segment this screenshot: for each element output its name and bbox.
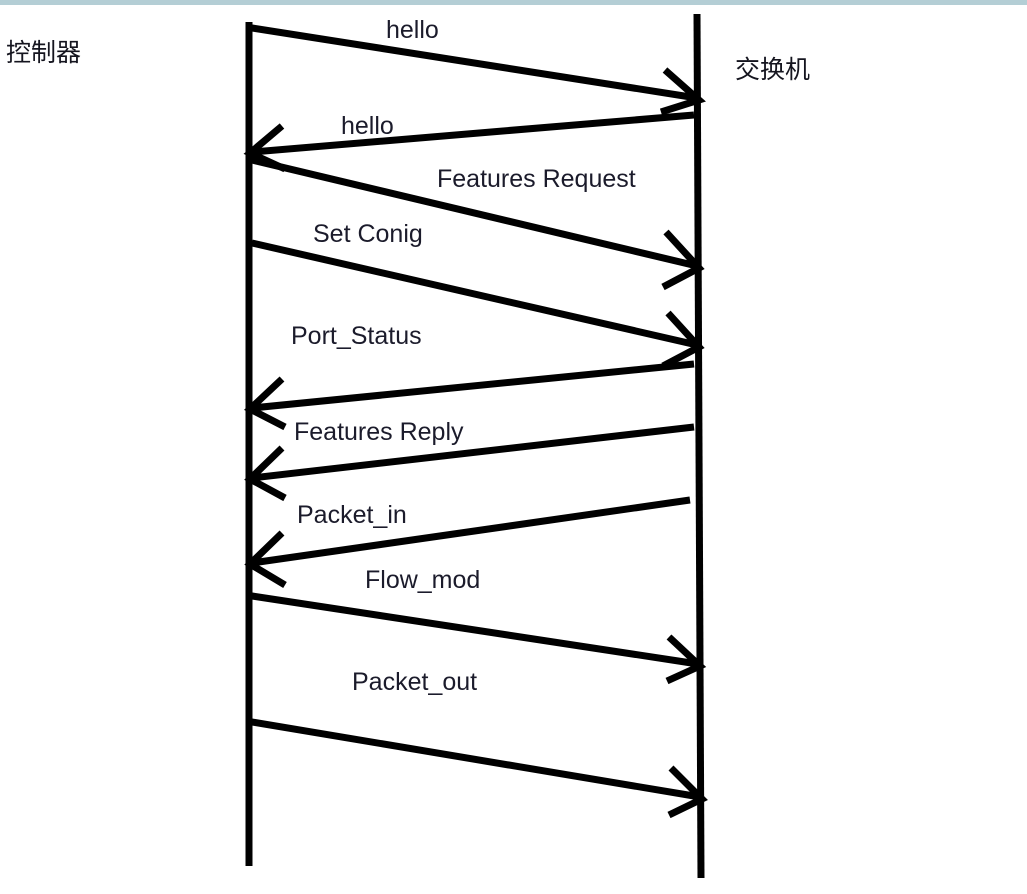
message-label-flow-mod: Flow_mod <box>365 566 481 594</box>
message-line-hello-request <box>251 24 698 102</box>
message-line-hello-reply <box>251 111 695 156</box>
message-label-packet-in: Packet_in <box>297 501 407 529</box>
message-line-port-status <box>251 360 695 412</box>
message-line-packet-out <box>251 718 701 801</box>
actor-label-switch: 交换机 <box>735 55 811 84</box>
arrowhead-features-reply <box>244 445 287 502</box>
message-line-set-config <box>251 239 698 349</box>
message-line-packet-in <box>251 496 691 567</box>
message-line-features-request <box>251 156 698 270</box>
arrowhead-set-config <box>661 310 705 370</box>
message-label-hello-request: hello <box>386 16 439 44</box>
arrowhead-port-status <box>243 376 287 431</box>
message-label-features-request: Features Request <box>437 165 636 193</box>
arrowhead-packet-out <box>667 765 708 819</box>
arrowhead-features-request <box>661 229 705 291</box>
message-line-features-reply <box>251 423 695 482</box>
message-label-port-status: Port_Status <box>291 322 422 350</box>
arrowhead-hello-request <box>659 67 706 116</box>
message-label-features-reply: Features Reply <box>294 418 464 446</box>
message-label-packet-out: Packet_out <box>352 668 478 696</box>
message-line-flow-mod <box>251 592 699 668</box>
message-label-hello-reply: hello <box>341 112 394 140</box>
arrowhead-flow-mod <box>665 634 707 685</box>
message-label-set-config: Set Conig <box>313 220 423 248</box>
lifeline-switch <box>693 13 705 879</box>
arrowhead-packet-in <box>244 530 287 589</box>
actor-label-controller: 控制器 <box>6 38 82 67</box>
top-accent-bar <box>0 0 1027 5</box>
